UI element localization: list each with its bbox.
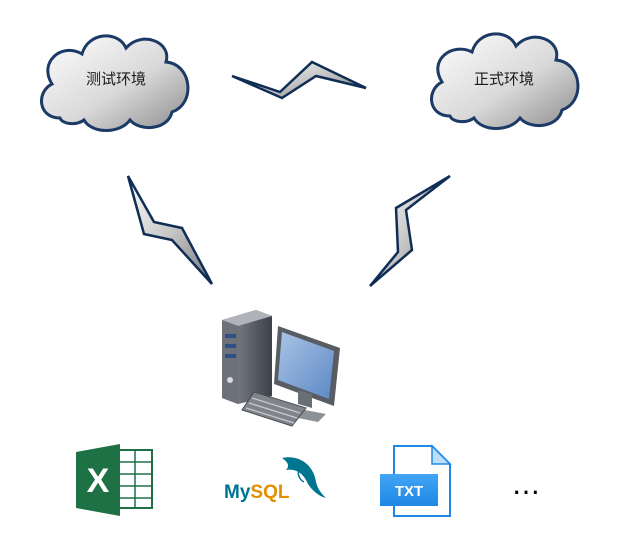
txt-file-icon: TXT	[380, 444, 452, 517]
connection-bolt-right	[369, 174, 451, 287]
tower-front	[222, 320, 238, 404]
cloud-shape	[430, 32, 580, 130]
tower-slot	[225, 344, 236, 348]
monitor-neck	[298, 390, 312, 408]
tower-slot	[225, 354, 236, 358]
txt-badge	[380, 474, 438, 506]
keyboard-row	[245, 407, 295, 424]
mysql-logo-text: MySQL	[224, 482, 290, 503]
txt-label: TXT	[395, 483, 423, 500]
txt-file-fold	[431, 444, 452, 465]
cloud-shape	[40, 34, 190, 132]
keyboard	[241, 391, 307, 427]
connection-bolt-left	[126, 175, 214, 285]
tower-top	[222, 310, 272, 326]
cloud-label-prod: 正式环境	[474, 70, 534, 88]
excel-icon: X	[76, 444, 153, 516]
more-sources-ellipsis: …	[512, 468, 542, 501]
cloud-production-environment: 正式环境	[430, 32, 580, 130]
monitor-screen	[278, 332, 334, 399]
mysql-dolphin	[282, 457, 326, 498]
mysql-logo: MySQL	[224, 457, 326, 503]
cloud-test-environment: 测试环境	[40, 34, 190, 132]
excel-badge	[76, 444, 120, 516]
excel-letter: X	[87, 462, 110, 500]
cloud-label-test: 测试环境	[86, 70, 146, 88]
tower-slot	[225, 334, 236, 338]
connection-bolt-top	[231, 60, 367, 100]
computer-icon	[222, 310, 340, 427]
keyboard-row	[251, 397, 301, 414]
keyboard-row	[248, 402, 298, 419]
tower-power-button	[227, 377, 233, 383]
